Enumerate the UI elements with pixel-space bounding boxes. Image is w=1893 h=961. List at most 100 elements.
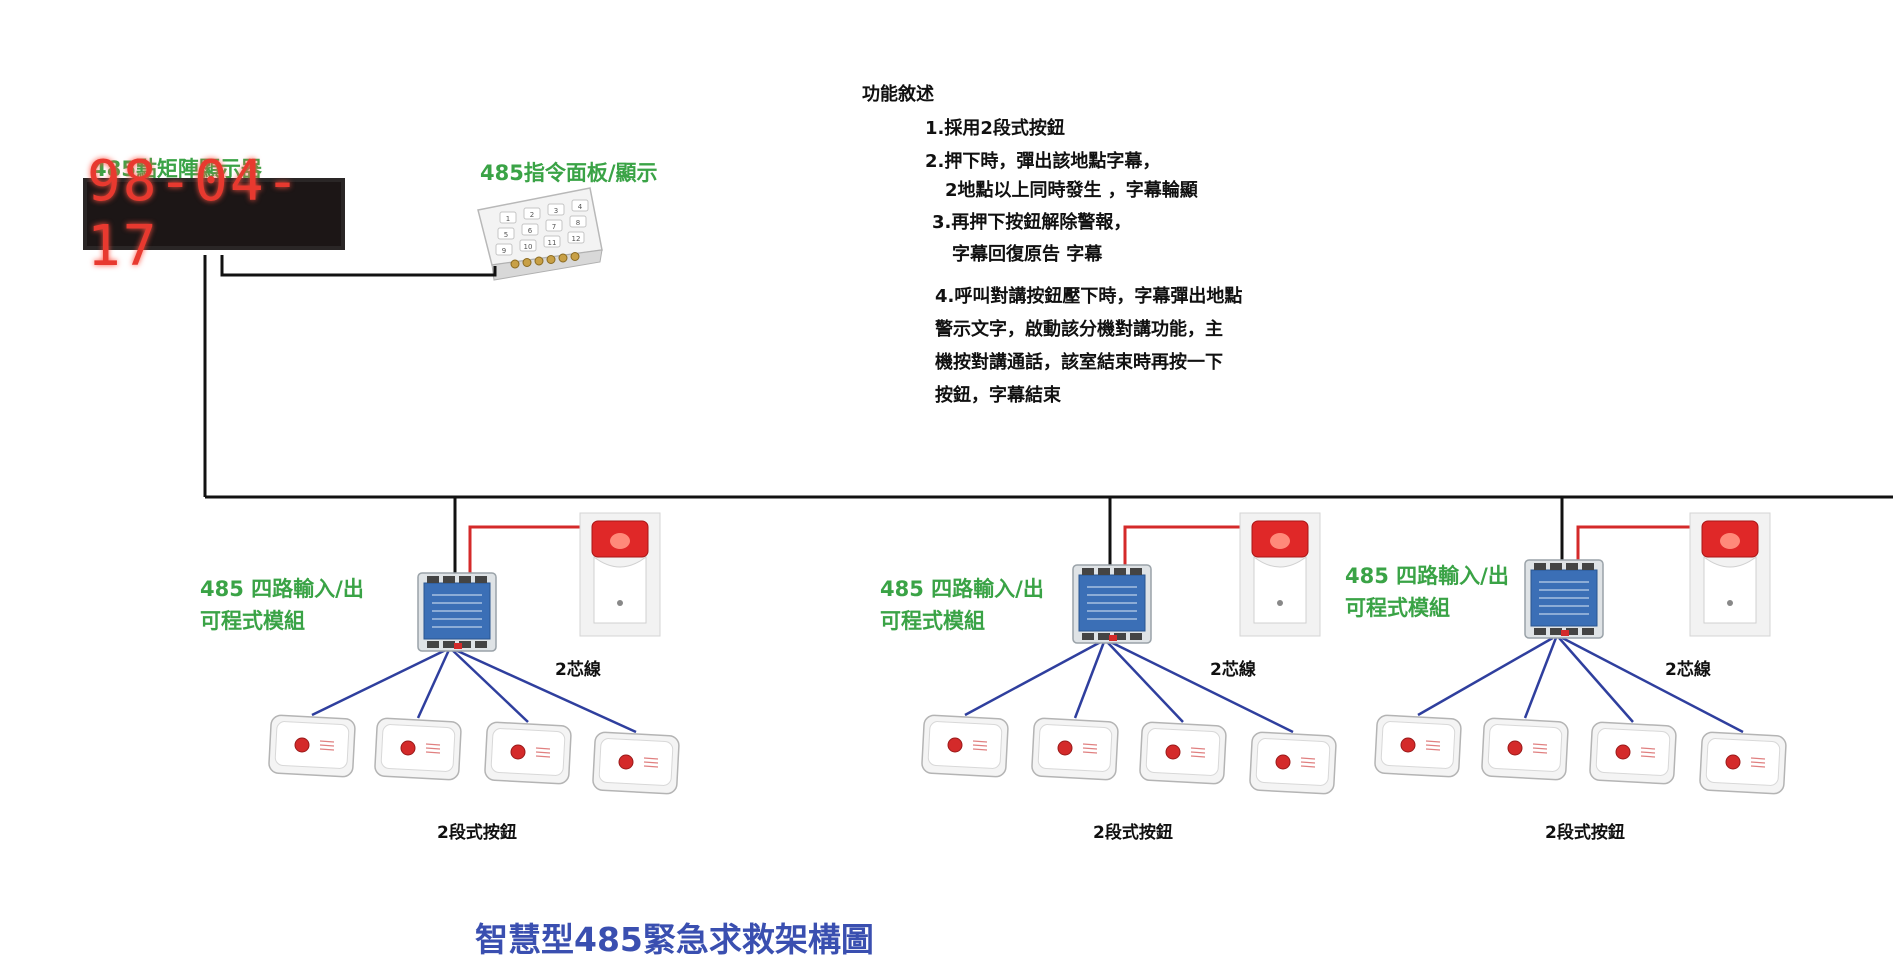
branch-wire	[1417, 636, 1554, 717]
led-matrix-display: 98-04-17	[83, 149, 345, 279]
panel-key: 9	[495, 243, 513, 256]
function-line: 機按對講通話，該室結束時再按一下	[935, 352, 1223, 373]
function-heading: 功能敘述	[862, 84, 934, 105]
module-terminal	[475, 641, 487, 648]
panel-key: 7	[545, 219, 563, 232]
module-terminal	[1534, 563, 1546, 570]
module-terminal	[1550, 563, 1562, 570]
button-red-cap	[510, 744, 526, 760]
module-label-3-line2: 可程式模組	[1345, 596, 1450, 620]
module-terminal	[1082, 633, 1094, 640]
panel-key: 2	[523, 207, 541, 220]
branch-wire	[311, 648, 447, 717]
module-terminal	[459, 576, 471, 583]
module-terminal	[1130, 568, 1142, 575]
panel-key: 6	[521, 223, 539, 236]
svg-text:8: 8	[576, 219, 580, 227]
emergency-button	[1374, 714, 1462, 778]
panel-key: 3	[547, 203, 565, 216]
command-panel-label: 485指令面板/顯示	[480, 161, 658, 185]
module-terminal	[443, 641, 455, 648]
function-line: 警示文字，啟動該分機對講功能，主	[935, 319, 1223, 340]
io-module	[1072, 564, 1152, 644]
button-red-cap	[1725, 754, 1741, 770]
module-label-1-line1: 485 四路輸入/出	[200, 577, 364, 601]
branch-wire	[1558, 637, 1634, 723]
module-terminal	[1130, 633, 1142, 640]
svg-text:10: 10	[524, 243, 533, 251]
panel-key: 4	[571, 199, 589, 212]
panel-key: 8	[569, 215, 587, 228]
module-terminal	[1582, 563, 1594, 570]
button-red-cap	[400, 740, 416, 756]
emergency-button	[1699, 731, 1787, 795]
emergency-button	[484, 721, 572, 785]
svg-text:5: 5	[504, 231, 508, 239]
alarm-2-wire	[1123, 525, 1240, 565]
panel-terminal-screw	[546, 255, 556, 264]
wire-label-2: 2芯線	[1210, 660, 1256, 680]
button-label-2: 2段式按鈕	[1093, 823, 1173, 843]
module-terminal	[459, 641, 471, 648]
button-label-1: 2段式按鈕	[437, 823, 517, 843]
alarm-strobe	[1239, 512, 1321, 637]
module-label-2-line1: 485 四路輸入/出	[880, 577, 1044, 601]
svg-text:7: 7	[552, 223, 556, 231]
module-terminal	[427, 641, 439, 648]
svg-text:9: 9	[502, 247, 506, 255]
button-red-cap	[1507, 740, 1523, 756]
branch-wire	[964, 640, 1102, 717]
emergency-button	[1589, 721, 1677, 785]
function-line: 按鈕，字幕結束	[935, 385, 1061, 406]
module-label-3-line1: 485 四路輸入/出	[1345, 564, 1509, 588]
diagram-title: 智慧型485緊急求救架構圖	[475, 920, 874, 959]
button-red-cap	[1400, 737, 1416, 753]
io-module	[1524, 559, 1604, 639]
function-line: 2地點以上同時發生 ，字幕輪顯	[945, 180, 1198, 201]
led-display-text: 98-04-17	[87, 149, 302, 279]
emergency-button	[1031, 717, 1119, 781]
module-terminal	[1566, 628, 1578, 635]
wire-label-1: 2芯線	[555, 660, 601, 680]
button-red-cap	[1615, 744, 1631, 760]
wire-label-3: 2芯線	[1665, 660, 1711, 680]
module-terminal	[1566, 563, 1578, 570]
alarm-strobe	[1689, 512, 1771, 637]
button-red-cap	[1275, 754, 1291, 770]
branch-wire	[454, 648, 637, 734]
zone-group	[1374, 512, 1787, 795]
alarm-3-wire	[1576, 525, 1690, 560]
module-terminal	[1114, 568, 1126, 575]
io-module	[417, 572, 497, 652]
button-red-cap	[947, 737, 963, 753]
panel-key: 12	[567, 231, 585, 244]
branch-wire	[1523, 637, 1558, 719]
module-terminal	[1534, 628, 1546, 635]
module-label-2-line2: 可程式模組	[880, 609, 985, 633]
panel-terminal-screw	[522, 258, 532, 267]
zone-group	[268, 512, 680, 795]
svg-text:2: 2	[530, 211, 534, 219]
branch-wire	[451, 649, 529, 723]
led-display-label: 485點矩陣顯示器	[92, 157, 262, 181]
function-line: 字幕回復原告 字幕	[952, 244, 1103, 265]
button-label-3: 2段式按鈕	[1545, 823, 1625, 843]
module-terminal	[1098, 633, 1110, 640]
module-terminal	[1098, 568, 1110, 575]
module-terminal	[427, 576, 439, 583]
function-line: 3.再押下按鈕解除警報，	[932, 212, 1132, 233]
branch-wire	[416, 649, 451, 719]
branch-wire	[1561, 636, 1744, 734]
zone-group	[921, 512, 1337, 795]
emergency-button	[1249, 731, 1337, 795]
svg-text:12: 12	[572, 235, 581, 243]
branch-wire	[1073, 641, 1106, 719]
button-red-cap	[294, 737, 310, 753]
panel-key: 11	[543, 235, 561, 248]
panel-terminal-screw	[558, 253, 568, 263]
emergency-button	[1481, 717, 1569, 781]
emergency-button	[374, 717, 462, 781]
